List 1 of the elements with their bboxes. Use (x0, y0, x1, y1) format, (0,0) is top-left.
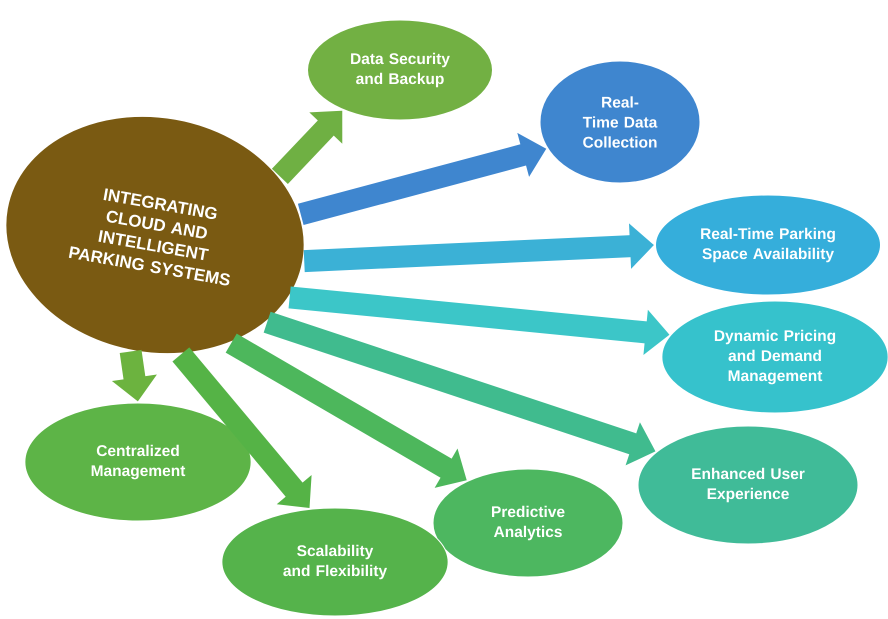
block-arrow (272, 110, 342, 184)
